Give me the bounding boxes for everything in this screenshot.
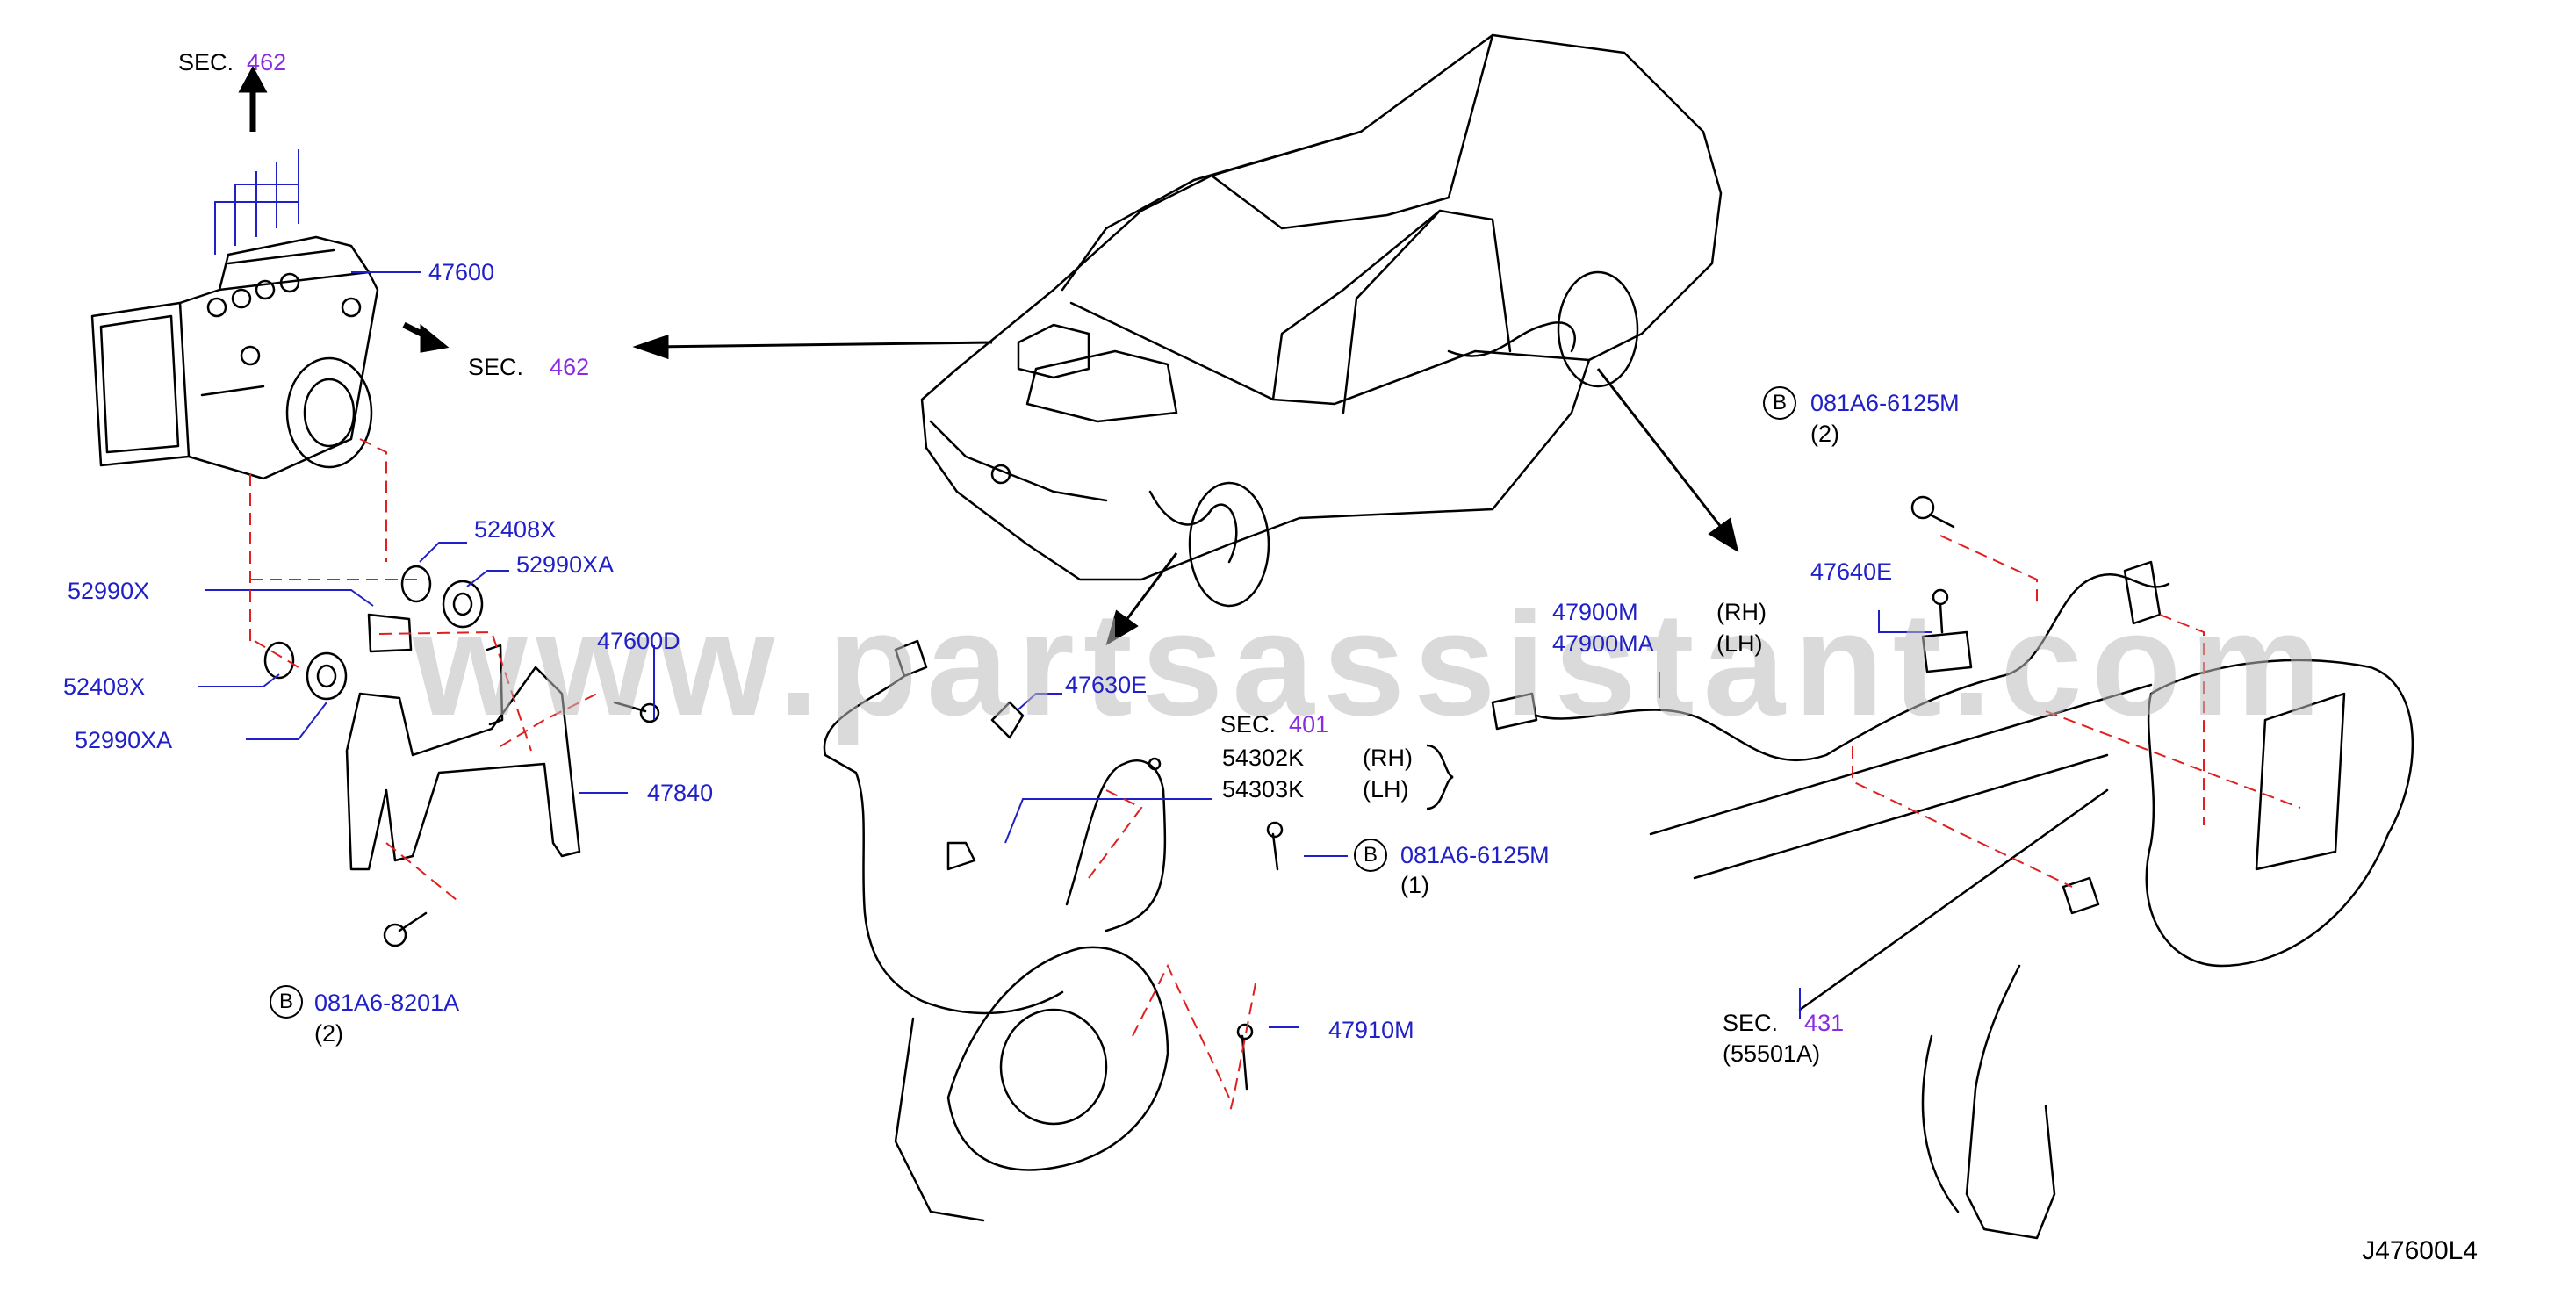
sec-462-top-label: SEC. 462 [178,49,286,76]
sec-431-sub-label: (55501A) [1723,1040,1821,1067]
sec-prefix: SEC. [1723,1010,1779,1036]
sec-number: 462 [550,354,590,380]
part-47630e-label: 47630E [1065,672,1148,698]
part-47600d-label: 47600D [597,628,680,654]
bolt-b-badge-right: B [1763,386,1796,420]
sec-prefix: SEC. [178,49,234,76]
part-54303k-side: (LH) [1363,776,1409,803]
sec-431-label: SEC. 431 [1723,1010,1844,1036]
bolt-qty-label-mid: (1) [1400,872,1429,898]
part-47600-label: 47600 [428,259,495,285]
part-47900ma-label: 47900MA [1552,630,1654,657]
sec-number: 462 [247,49,287,76]
brace [1426,744,1454,810]
diagram-code: J47600L4 [2362,1236,2478,1265]
sec-number: 431 [1804,1010,1845,1036]
part-47910m-label: 47910M [1328,1017,1414,1043]
watermark: www.partsassistant.com [413,581,2330,746]
bolt-qty-label-right: (2) [1810,421,1839,447]
sec-prefix: SEC. [1220,711,1277,738]
part-54302k-label: 54302K [1222,745,1305,771]
part-54303k-label: 54303K [1222,776,1305,803]
part-47840-label: 47840 [647,780,714,806]
part-52990xa-label-2: 52990XA [75,727,173,753]
bolt-081a6-6125m-label: 081A6-6125M [1400,842,1550,868]
sec-401-label: SEC. 401 [1220,711,1328,738]
abs-actuator-drawing [90,235,379,480]
part-52408x-label: 52408X [474,516,557,543]
bolt-081a6-6125m-label-right: 081A6-6125M [1810,390,1960,416]
part-52990xa-label: 52990XA [516,551,615,578]
bolt-081a6-8201a-label: 081A6-8201A [314,990,460,1016]
part-47900m-side: (RH) [1716,599,1767,625]
sec-462-right-label: SEC. 462 [468,354,589,380]
bolt-qty-label: (2) [314,1020,343,1047]
bolt-b-badge: B [270,985,303,1019]
part-54302k-side: (RH) [1363,745,1413,771]
part-47640e-label: 47640E [1810,558,1893,585]
car-drawing [920,33,1723,608]
part-47900ma-side: (LH) [1716,630,1763,657]
part-52990x-label: 52990X [68,578,150,604]
sec-prefix: SEC. [468,354,524,380]
part-52408x-label-2: 52408X [63,673,146,700]
part-47900m-label: 47900M [1552,599,1638,625]
sec-number: 401 [1289,711,1329,738]
bolt-b-badge-mid: B [1354,839,1387,872]
